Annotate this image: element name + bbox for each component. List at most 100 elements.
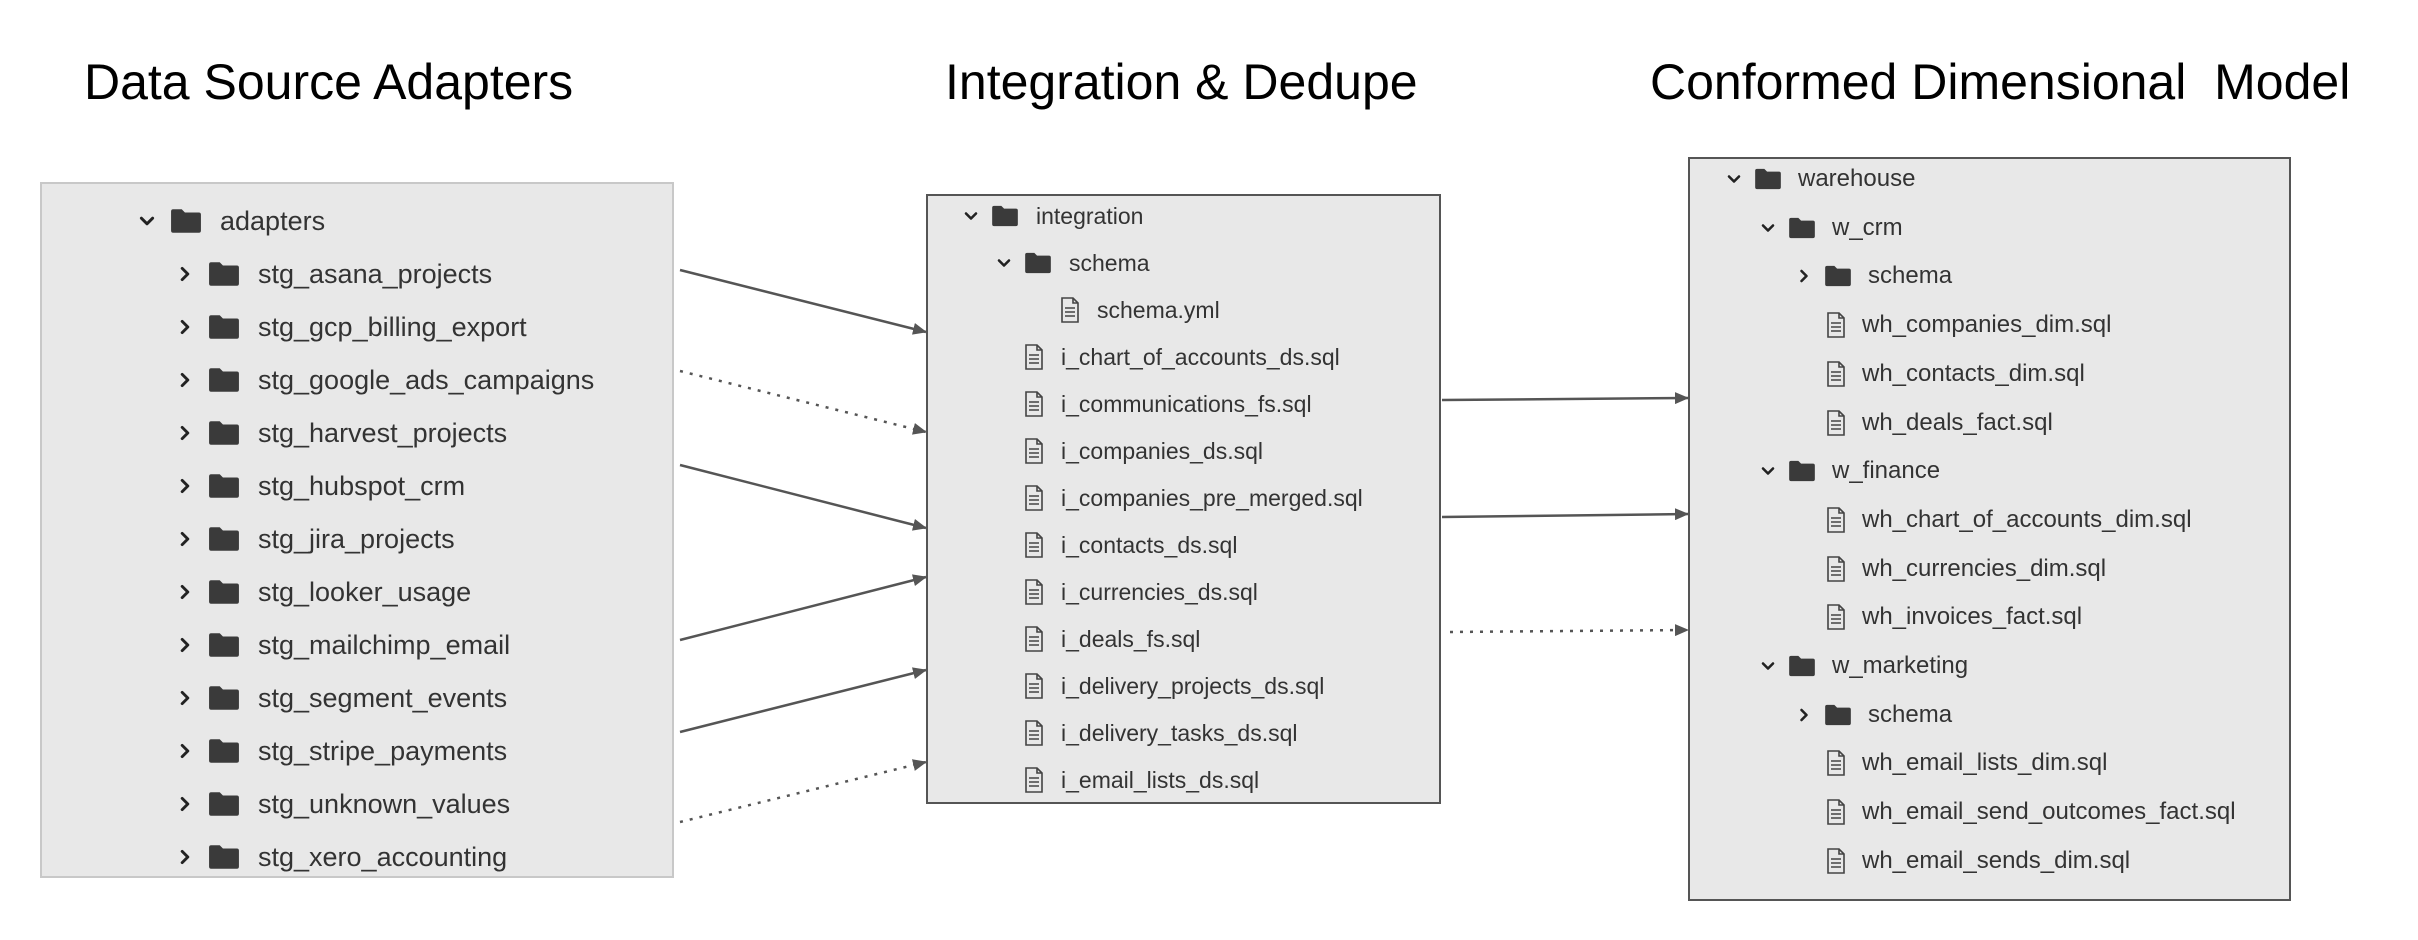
tree-folder-adapter[interactable]: stg_mailchimp_email — [176, 628, 510, 662]
chevron-right-icon[interactable] — [176, 848, 194, 866]
folder-icon — [1024, 252, 1052, 274]
tree-folder-adapter[interactable]: stg_harvest_projects — [176, 416, 507, 450]
tree-folder-schema[interactable]: schema — [996, 248, 1150, 278]
tree-folder-warehouse[interactable]: warehouse — [1726, 164, 1915, 194]
tree-file-integration[interactable]: i_email_lists_ds.sql — [1024, 765, 1259, 795]
tree-file-integration[interactable]: i_companies_pre_merged.sql — [1024, 483, 1363, 513]
tree-file-integration[interactable]: i_currencies_ds.sql — [1024, 577, 1258, 607]
folder-icon — [1788, 217, 1816, 239]
chevron-down-icon[interactable] — [1760, 463, 1776, 479]
tree-label: stg_asana_projects — [258, 258, 493, 289]
arrow-google-ads — [679, 369, 927, 435]
tree-file-warehouse[interactable]: wh_invoices_fact.sql — [1826, 602, 2082, 632]
tree-label: wh_invoices_fact.sql — [1862, 603, 2083, 630]
tree-label: schema — [1868, 262, 1953, 289]
tree-folder-w-crm[interactable]: w_crm — [1760, 213, 1903, 243]
tree-label: stg_harvest_projects — [258, 417, 508, 448]
tree-label: i_delivery_projects_ds.sql — [1061, 672, 1325, 699]
tree-folder-adapter[interactable]: stg_unknown_values — [176, 787, 510, 821]
tree-folder-adapter[interactable]: stg_segment_events — [176, 681, 507, 715]
chevron-right-icon[interactable] — [176, 583, 194, 601]
tree-label: wh_currencies_dim.sql — [1862, 555, 2107, 582]
file-icon — [1024, 626, 1044, 652]
tree-folder-adapter[interactable]: stg_google_ads_campaigns — [176, 363, 594, 397]
tree-label: stg_hubspot_crm — [258, 470, 466, 501]
tree-file-schema-yml[interactable]: schema.yml — [1060, 295, 1220, 325]
tree-file-warehouse[interactable]: wh_contacts_dim.sql — [1826, 359, 2085, 389]
tree-folder-integration[interactable]: integration — [963, 201, 1143, 231]
tree-label: i_delivery_tasks_ds.sql — [1061, 719, 1298, 746]
tree-file-integration[interactable]: i_companies_ds.sql — [1024, 436, 1263, 466]
tree-label: i_communications_fs.sql — [1061, 390, 1312, 417]
chevron-right-icon[interactable] — [176, 636, 194, 654]
chevron-right-icon[interactable] — [176, 265, 194, 283]
tree-folder-adapter[interactable]: stg_stripe_payments — [176, 734, 507, 768]
tree-file-warehouse[interactable]: wh_deals_fact.sql — [1826, 408, 2053, 438]
chevron-right-icon[interactable] — [176, 530, 194, 548]
tree-label: stg_gcp_billing_export — [258, 311, 527, 342]
chevron-right-icon[interactable] — [176, 371, 194, 389]
chevron-right-icon[interactable] — [176, 424, 194, 442]
tree-label: stg_looker_usage — [258, 576, 472, 607]
arrow-stripe — [679, 667, 927, 734]
tree-folder-adapter[interactable]: stg_looker_usage — [176, 575, 471, 609]
folder-icon — [1788, 655, 1816, 677]
tree-label: i_contacts_ds.sql — [1061, 531, 1238, 558]
tree-file-warehouse[interactable]: wh_email_sends_dim.sql — [1826, 846, 2130, 876]
tree-file-integration[interactable]: i_delivery_projects_ds.sql — [1024, 671, 1324, 701]
tree-file-warehouse[interactable]: wh_currencies_dim.sql — [1826, 554, 2106, 584]
tree-file-warehouse[interactable]: wh_email_lists_dim.sql — [1826, 748, 2107, 778]
tree-folder-w-finance[interactable]: w_finance — [1760, 456, 1940, 486]
folder-icon — [1824, 265, 1852, 287]
tree-folder-adapter[interactable]: stg_jira_projects — [176, 522, 455, 556]
chevron-right-icon[interactable] — [1796, 707, 1812, 723]
chevron-right-icon[interactable] — [176, 318, 194, 336]
file-icon — [1826, 361, 1846, 387]
chevron-right-icon[interactable] — [176, 742, 194, 760]
file-icon — [1826, 750, 1846, 776]
tree-folder-adapters[interactable]: adapters — [138, 204, 325, 238]
tree-folder-adapter[interactable]: stg_gcp_billing_export — [176, 310, 527, 344]
file-icon — [1024, 720, 1044, 746]
tree-label: i_currencies_ds.sql — [1061, 578, 1258, 605]
tree-label: integration — [1036, 202, 1144, 229]
tree-file-integration[interactable]: i_chart_of_accounts_ds.sql — [1024, 342, 1340, 372]
chevron-down-icon[interactable] — [963, 208, 979, 224]
tree-label: wh_email_lists_dim.sql — [1862, 749, 2108, 776]
tree-file-warehouse[interactable]: wh_companies_dim.sql — [1826, 310, 2111, 340]
file-icon — [1060, 297, 1080, 323]
file-icon — [1024, 485, 1044, 511]
chevron-down-icon[interactable] — [1760, 658, 1776, 674]
file-icon — [1024, 579, 1044, 605]
chevron-right-icon[interactable] — [176, 689, 194, 707]
tree-folder-schema[interactable]: schema — [1796, 261, 1952, 291]
tree-file-warehouse[interactable]: wh_chart_of_accounts_dim.sql — [1826, 505, 2192, 535]
tree-file-integration[interactable]: i_communications_fs.sql — [1024, 389, 1312, 419]
folder-icon — [208, 420, 240, 446]
tree-file-warehouse[interactable]: wh_email_send_outcomes_fact.sql — [1826, 797, 2236, 827]
tree-label: i_chart_of_accounts_ds.sql — [1061, 343, 1340, 370]
tree-label: schema.yml — [1097, 296, 1220, 323]
tree-folder-adapter[interactable]: stg_asana_projects — [176, 257, 492, 291]
chevron-right-icon[interactable] — [176, 477, 194, 495]
tree-file-integration[interactable]: i_delivery_tasks_ds.sql — [1024, 718, 1298, 748]
tree-file-integration[interactable]: i_deals_fs.sql — [1024, 624, 1200, 654]
folder-icon — [208, 261, 240, 287]
adapters-heading: Data Source Adapters — [84, 54, 574, 110]
chevron-down-icon[interactable] — [1726, 171, 1742, 187]
chevron-down-icon[interactable] — [996, 255, 1012, 271]
tree-label: wh_contacts_dim.sql — [1862, 360, 2085, 387]
chevron-right-icon[interactable] — [176, 795, 194, 813]
folder-icon — [1788, 460, 1816, 482]
tree-folder-adapter[interactable]: stg_hubspot_crm — [176, 469, 465, 503]
chevron-down-icon[interactable] — [1760, 220, 1776, 236]
tree-folder-schema[interactable]: schema — [1796, 700, 1952, 730]
file-icon — [1826, 312, 1846, 338]
arrow-communications — [1441, 392, 1689, 405]
tree-file-integration[interactable]: i_contacts_ds.sql — [1024, 530, 1237, 560]
chevron-down-icon[interactable] — [138, 212, 156, 230]
tree-folder-w-marketing[interactable]: w_marketing — [1760, 651, 1968, 681]
chevron-right-icon[interactable] — [1796, 268, 1812, 284]
tree-folder-adapter[interactable]: stg_xero_accounting — [176, 840, 507, 874]
